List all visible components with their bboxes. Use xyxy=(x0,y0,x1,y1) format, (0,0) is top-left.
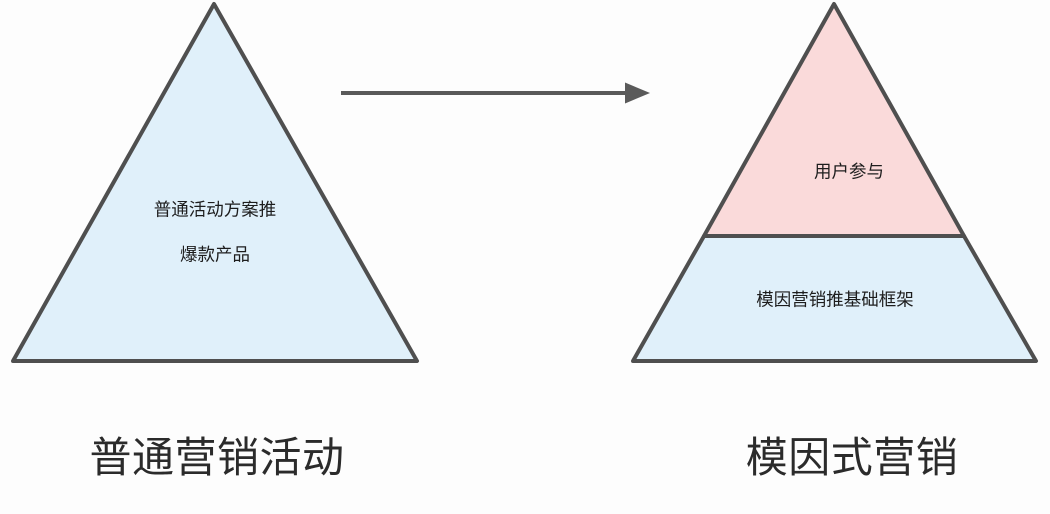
right-pyramid-bottom-tier[interactable] xyxy=(631,234,1038,363)
transformation-arrow-group xyxy=(341,82,650,104)
right-pyramid-group[interactable]: 用户参与 模因营销推基础框架 xyxy=(631,2,1038,363)
left-pyramid-label-line-2: 爆款产品 xyxy=(180,245,250,265)
right-pyramid-bottom-tier-label: 模因营销推基础框架 xyxy=(756,290,914,310)
left-pyramid-label-line-1: 普通活动方案推 xyxy=(154,200,277,220)
right-pyramid-top-tier[interactable] xyxy=(702,2,966,238)
left-pyramid-group[interactable]: 普通活动方案推 爆款产品 xyxy=(11,2,419,363)
left-pyramid-shape[interactable] xyxy=(11,2,419,363)
arrow-head-icon xyxy=(625,82,650,104)
right-pyramid-caption: 模因式营销 xyxy=(746,434,959,481)
left-pyramid-caption: 普通营销活动 xyxy=(89,434,344,481)
right-pyramid-top-tier-label: 用户参与 xyxy=(814,162,884,182)
